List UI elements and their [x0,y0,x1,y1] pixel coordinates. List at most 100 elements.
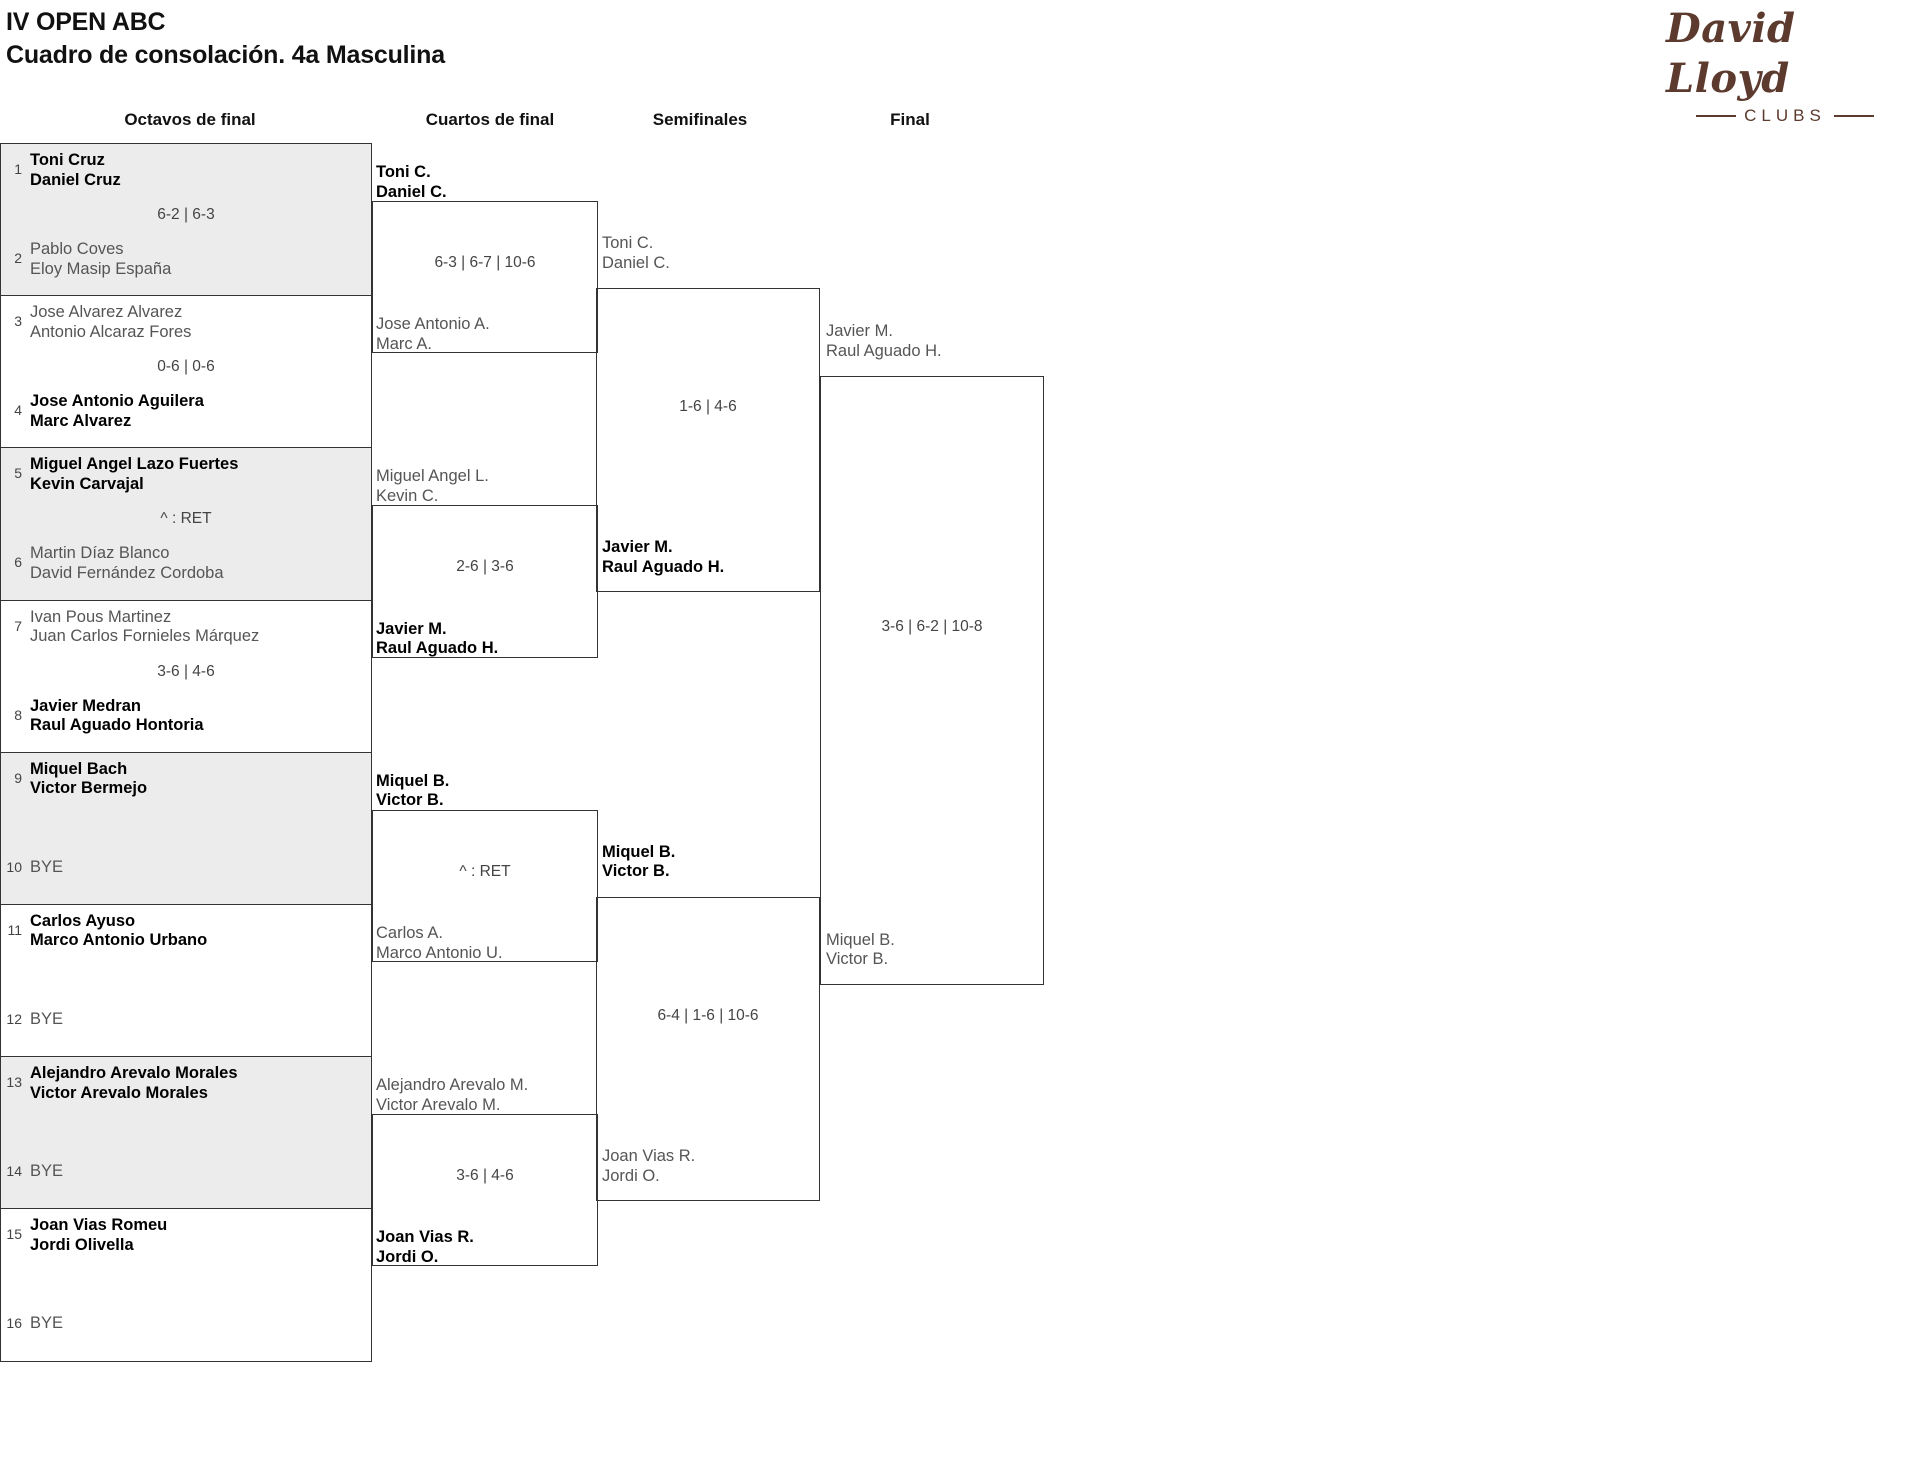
player-slot: 16 BYE [1,1305,371,1334]
seed-number: 14 [6,1163,22,1180]
player-name: Juan Carlos Fornieles Márquez [30,627,260,646]
match-score: 6-2 | 6-3 [157,206,215,223]
round-semis-team: Javier M.Raul Aguado H. [602,538,724,577]
player-name: Raul Aguado H. [602,557,725,576]
round-cuartos-team: Jose Antonio A.Marc A. [376,315,490,354]
player-name: Kevin C. [376,486,439,505]
player-name: Raul Aguado Hontoria [30,716,204,735]
player-name: Javier Medran [30,696,141,715]
bracket-connector [596,288,820,593]
player-name: Daniel C. [602,253,670,272]
match-score: 3-6 | 4-6 [157,662,215,680]
player-name: Marco Antonio U. [376,943,503,962]
match-score: 6-4 | 1-6 | 10-6 [657,1006,759,1024]
round-header-octavos: Octavos de final [124,110,256,129]
round-semis-team: Miquel B.Victor B. [602,843,675,882]
seed-number: 1 [14,161,22,177]
player-name: Toni C. [602,234,654,252]
round-cuartos-team: Carlos A.Marco Antonio U. [376,924,503,963]
seed-number: 5 [14,465,22,482]
match-score: 2-6 | 3-6 [456,558,514,576]
seed-number: 6 [14,554,22,571]
seed-number: 16 [6,1315,22,1332]
bracket-subtitle: Cuadro de consolación. 4a Masculina [6,41,445,69]
seed-number: 12 [6,1010,22,1027]
round-cuartos-team: Toni C.Daniel C. [376,163,447,202]
logo-rule-left-icon [1696,115,1737,117]
match-score: 3-6 | 4-6 [456,1167,514,1185]
player-name: Raul Aguado H. [376,639,499,658]
player-name: Alejandro Arevalo M. [376,1076,529,1095]
player-name: Victor B. [602,862,670,881]
player-name: David Fernández Cordoba [30,563,224,582]
david-lloyd-logo: David Lloyd CLUBS [1666,4,1904,125]
player-name: Miquel Bach [30,759,128,778]
bye-label: BYE [30,1009,64,1028]
player-name: Javier M. [826,322,893,340]
player-name: Marco Antonio Urbano [30,931,208,950]
round-header-semifinales: Semifinales [652,110,748,129]
round-cuartos-team: Alejandro Arevalo M.Victor Arevalo M. [376,1076,528,1115]
player-name: Javier M. [376,619,447,638]
match-score: ^ : RET [459,862,511,880]
round-cuartos-team: Joan Vias R.Jordi O. [376,1228,474,1267]
seed-number: 11 [7,921,22,938]
logo-rule-right-icon [1833,115,1874,117]
player-name: Marc Alvarez [30,411,132,430]
seed-number: 15 [6,1226,22,1243]
round-semis-team: Joan Vias R.Jordi O. [602,1147,695,1186]
seed-number: 9 [14,769,22,786]
player-name: Jordi Olivella [30,1235,134,1254]
player-name: Antonio Alcaraz Fores [30,322,192,341]
player-name: Daniel C. [376,182,447,201]
seed-number: 8 [14,706,22,723]
player-name: Daniel Cruz [30,170,121,189]
player-name: Javier M. [602,538,673,557]
bye-label: BYE [30,1162,64,1181]
player-name: Eloy Masip España [30,259,172,278]
player-name: Miguel Angel L. [376,467,489,486]
logo-clubs-text: CLUBS [1744,106,1826,125]
round-final-team: Javier M.Raul Aguado H. [826,322,942,361]
match-score: 3-6 | 6-2 | 10-8 [881,618,983,635]
round-cuartos-team: Javier M.Raul Aguado H. [376,620,498,659]
player-name: Raul Aguado H. [826,341,942,360]
player-name: Kevin Carvajal [30,474,144,493]
bye-label: BYE [30,857,64,876]
tournament-name: IV OPEN ABC [6,8,166,36]
player-name: Ivan Pous Martinez [30,607,172,626]
bye-label: BYE [30,1314,64,1333]
player-name: Joan Vias R. [602,1147,696,1166]
player-name: Joan Vias R. [376,1228,474,1247]
round-cuartos-team: Miguel Angel L.Kevin C. [376,467,489,506]
player-name: Joan Vias Romeu [30,1216,168,1235]
player-name: Miquel B. [826,930,895,949]
player-slot: 14 BYE [1,1153,371,1182]
logo-script-text: David Lloyd [1666,5,1796,102]
player-name: Pablo Coves [30,240,124,258]
